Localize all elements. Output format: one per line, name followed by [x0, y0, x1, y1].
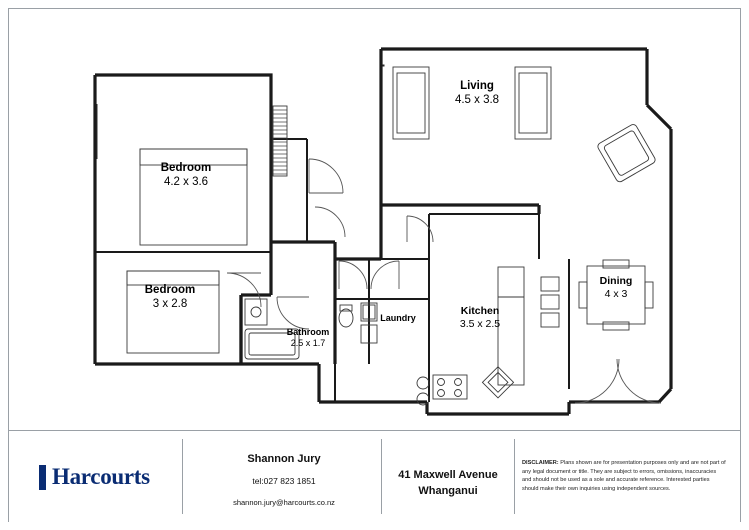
room-label-dining: Dining 4 x 3	[576, 275, 656, 301]
room-label-laundry: Laundry	[363, 313, 433, 324]
disclaimer-label: DISCLAIMER:	[522, 460, 559, 466]
dining-set	[578, 259, 654, 331]
room-name: Dining	[599, 275, 633, 287]
room-label-living: Living 4.5 x 3.8	[427, 79, 527, 107]
laundry-fixtures	[360, 302, 378, 344]
room-name: Laundry	[380, 313, 416, 323]
footer-divider-1	[182, 439, 183, 514]
wardrobe-hatch	[272, 105, 288, 177]
room-dims: 3.5 x 2.5	[459, 317, 501, 330]
logo-bar-icon	[39, 464, 46, 490]
room-dims: 4.5 x 3.8	[454, 94, 500, 107]
room-name: Bedroom	[160, 162, 212, 174]
footer-divider-2	[381, 439, 382, 514]
agent-email: shannon.jury@harcourts.co.nz	[233, 498, 335, 507]
brand-name: Harcourts	[52, 464, 150, 489]
disclaimer-body: Plans shown are for presentation purpose…	[522, 460, 726, 492]
agent-details: Shannon Jury tel:027 823 1851 shannon.ju…	[189, 453, 379, 507]
sofa-left	[392, 66, 430, 140]
room-name: Bedroom	[144, 284, 196, 296]
agent-name: Shannon Jury	[247, 453, 321, 465]
exterior-walls	[93, 47, 673, 416]
footer-bar: Harcourts Shannon Jury tel:027 823 1851 …	[9, 430, 740, 522]
room-name: Kitchen	[460, 305, 500, 317]
room-label-bedroom-2: Bedroom 3 x 2.8	[120, 283, 220, 311]
sofa-right	[514, 66, 552, 140]
bathroom-fixtures	[244, 298, 354, 360]
property-address: 41 Maxwell Avenue Whanganui	[383, 469, 513, 497]
door-swings	[226, 158, 662, 404]
footer-divider-3	[514, 439, 515, 514]
room-dims: 4.2 x 3.6	[163, 176, 209, 189]
disclaimer-text: DISCLAIMER: Plans shown are for presenta…	[522, 459, 727, 494]
furniture	[126, 66, 656, 406]
room-name: Bathroom	[286, 327, 330, 337]
address-city: Whanganui	[418, 485, 478, 497]
floor-plan-drawing: .w { fill:none; stroke:#1a1a1a; stroke-w…	[9, 9, 740, 429]
room-name: Living	[460, 80, 494, 92]
room-label-bedroom-1: Bedroom 4.2 x 3.6	[136, 161, 236, 189]
room-dims: 4 x 3	[604, 287, 628, 300]
agent-phone: tel:027 823 1851	[252, 476, 316, 486]
interior-walls	[95, 75, 570, 402]
room-label-kitchen: Kitchen 3.5 x 2.5	[435, 305, 525, 331]
windows	[96, 64, 385, 159]
floor-plan-svg: .w { fill:none; stroke:#1a1a1a; stroke-w…	[93, 47, 673, 416]
toilet	[338, 304, 354, 328]
room-dims: 3 x 2.8	[152, 298, 188, 311]
address-street: 41 Maxwell Avenue	[398, 469, 498, 481]
room-dims: 2.5 x 1.7	[290, 337, 326, 348]
armchair	[597, 124, 656, 183]
room-label-bathroom: Bathroom 2.5 x 1.7	[268, 327, 348, 349]
harcourts-logo: Harcourts	[39, 464, 150, 490]
kitchen-bench	[416, 266, 560, 406]
